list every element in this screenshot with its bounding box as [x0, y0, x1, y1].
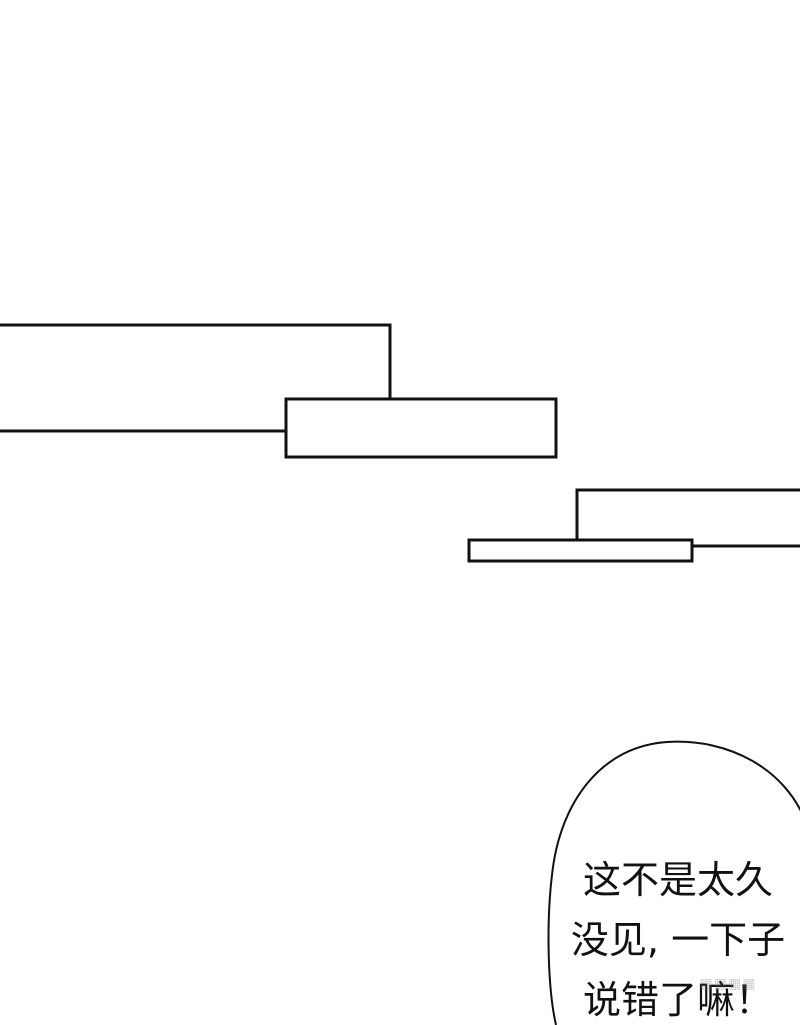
upper-frame-line	[0, 323, 392, 399]
speech-line-2: 没见, 一下子	[570, 918, 786, 962]
right-frame-line	[575, 488, 800, 540]
speech-bubble-outline	[547, 740, 800, 1025]
thin-panel-box	[467, 538, 694, 563]
speech-line-1: 这不是太久	[582, 858, 773, 902]
speech-line-3: 说错了嘛！	[582, 978, 773, 1022]
speech-bubble-text: 这不是太久 没见, 一下子 说错了嘛！	[548, 850, 800, 1025]
watermark-logo: ▦▦▦▦	[699, 976, 757, 992]
small-panel-box	[284, 397, 558, 459]
